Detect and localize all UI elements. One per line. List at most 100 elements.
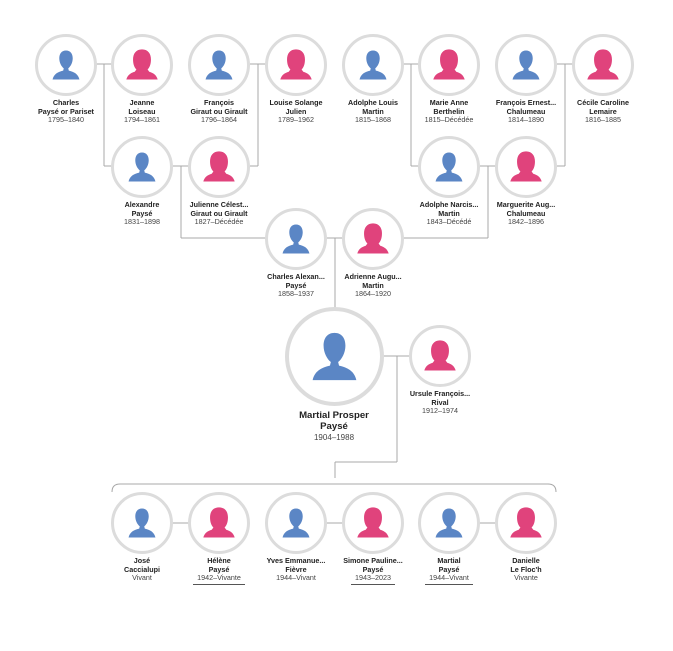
person-name: Cécile Caroline bbox=[577, 98, 629, 107]
male-person-icon bbox=[282, 508, 310, 538]
person-surname: Berthelin bbox=[433, 106, 465, 116]
female-person-icon bbox=[510, 507, 542, 538]
person-dates: 1912–1974 bbox=[422, 406, 458, 416]
male-person-icon bbox=[435, 508, 463, 538]
person-surname: Le Floc'h bbox=[510, 564, 542, 574]
person-dates: 1864–1920 bbox=[355, 289, 391, 299]
avatar-simone-payse[interactable] bbox=[342, 492, 404, 554]
avatar-ursule-rival[interactable] bbox=[409, 325, 471, 387]
person-label-p2: Julienne Célest... Giraut ou Girault 182… bbox=[164, 200, 274, 227]
person-dates: 1942–Vivante bbox=[193, 574, 245, 585]
person-label-g2: Jeanne Loiseau 1794–1861 bbox=[87, 98, 197, 125]
person-dates: 1944–Vivant bbox=[276, 573, 316, 583]
person-dates: 1944–Vivant bbox=[425, 574, 473, 585]
person-dates: 1904–1988 bbox=[313, 433, 355, 442]
person-label-c4: Simone Pauline... Paysé 1943–2023 bbox=[318, 556, 428, 585]
person-label-p3: Adolphe Narcis... Martin 1843–Décédé bbox=[394, 200, 504, 227]
person-label-g5: Adolphe Louis Martin 1815–1868 bbox=[318, 98, 428, 125]
person-label-c3: Yves Emmanue... Fièvre 1944–Vivant bbox=[241, 556, 351, 583]
male-person-icon bbox=[52, 50, 80, 80]
person-dates: 1816–1885 bbox=[585, 115, 621, 125]
person-name: François Ernest... bbox=[495, 98, 557, 107]
person-surname: Paysé bbox=[320, 421, 348, 432]
female-person-icon bbox=[280, 49, 312, 80]
person-surname: Chalumeau bbox=[506, 106, 546, 116]
avatar-adrienne-martin[interactable] bbox=[342, 208, 404, 270]
person-name: Julienne Célest... bbox=[189, 200, 249, 209]
person-name: Danielle bbox=[512, 556, 540, 565]
male-person-icon bbox=[512, 50, 540, 80]
person-name: François bbox=[204, 98, 234, 107]
avatar-francois-ernest-chalumeau[interactable] bbox=[495, 34, 557, 96]
person-dates: 1815–Décédée bbox=[424, 115, 474, 125]
male-person-icon bbox=[359, 50, 387, 80]
person-surname: Paysé bbox=[285, 280, 307, 290]
female-person-icon bbox=[510, 151, 542, 182]
female-person-icon bbox=[433, 49, 465, 80]
avatar-yves-fievre[interactable] bbox=[265, 492, 327, 554]
avatar-alexandre-payse[interactable] bbox=[111, 136, 173, 198]
person-surname: Paysé bbox=[438, 564, 460, 574]
avatar-adolphe-narcis-martin[interactable] bbox=[418, 136, 480, 198]
person-name: Ursule François... bbox=[409, 389, 471, 398]
male-person-icon bbox=[128, 508, 156, 538]
person-label-spouse: Ursule François... Rival 1912–1974 bbox=[385, 389, 495, 416]
person-name: Adolphe Narcis... bbox=[419, 200, 479, 209]
person-label-g1: Charles Paysé or Pariset 1795–1840 bbox=[11, 98, 121, 125]
person-label-c2: Hélène Paysé 1942–Vivante bbox=[164, 556, 274, 585]
person-label-p4: Marguerite Aug... Chalumeau 1842–1896 bbox=[471, 200, 581, 227]
avatar-francois-giraut[interactable] bbox=[188, 34, 250, 96]
person-surname: Chalumeau bbox=[506, 208, 546, 218]
male-person-icon bbox=[205, 50, 233, 80]
female-person-icon bbox=[126, 49, 158, 80]
person-dates: Vivant bbox=[132, 573, 152, 583]
female-person-icon bbox=[587, 49, 619, 80]
person-surname: Loiseau bbox=[128, 106, 156, 116]
avatar-cecile-caroline-lemaire[interactable] bbox=[572, 34, 634, 96]
person-name: Adrienne Augu... bbox=[344, 272, 402, 281]
person-label-g3: François Giraut ou Girault 1796–1864 bbox=[164, 98, 274, 125]
avatar-charles-alexan-payse[interactable] bbox=[265, 208, 327, 270]
female-person-icon bbox=[424, 340, 456, 371]
person-name: Marguerite Aug... bbox=[496, 200, 556, 209]
avatar-jose-caccialupi[interactable] bbox=[111, 492, 173, 554]
female-person-icon bbox=[203, 151, 235, 182]
person-dates: 1858–1937 bbox=[278, 289, 314, 299]
person-name: Charles Alexan... bbox=[267, 272, 325, 281]
avatar-jeanne-loiseau[interactable] bbox=[111, 34, 173, 96]
person-name: Martial Prosper bbox=[299, 410, 369, 421]
avatar-marie-anne-berthelin[interactable] bbox=[418, 34, 480, 96]
person-dates: 1795–1840 bbox=[48, 115, 84, 125]
avatar-charles-payse[interactable] bbox=[35, 34, 97, 96]
male-person-icon bbox=[128, 152, 156, 182]
person-dates: 1842–1896 bbox=[508, 217, 544, 227]
person-dates: 1789–1962 bbox=[278, 115, 314, 125]
avatar-julienne-giraut[interactable] bbox=[188, 136, 250, 198]
avatar-louise-solange-julien[interactable] bbox=[265, 34, 327, 96]
female-person-icon bbox=[357, 223, 389, 254]
person-dates: 1794–1861 bbox=[124, 115, 160, 125]
person-label-q2: Adrienne Augu... Martin 1864–1920 bbox=[318, 272, 428, 299]
person-surname: Rival bbox=[431, 397, 449, 407]
person-label-g7: François Ernest... Chalumeau 1814–1890 bbox=[471, 98, 581, 125]
male-person-icon bbox=[435, 152, 463, 182]
person-surname: Paysé bbox=[208, 564, 230, 574]
person-surname: Giraut ou Girault bbox=[190, 106, 248, 116]
avatar-adolphe-louis-martin[interactable] bbox=[342, 34, 404, 96]
person-surname: Paysé bbox=[131, 208, 153, 218]
avatar-martial-payse[interactable] bbox=[418, 492, 480, 554]
person-name: Martial bbox=[437, 556, 461, 565]
person-label-c5: Martial Paysé 1944–Vivant bbox=[394, 556, 504, 585]
person-dates: 1827–Décédée bbox=[194, 217, 244, 227]
person-surname: Paysé bbox=[362, 564, 384, 574]
avatar-martial-prosper-payse[interactable] bbox=[285, 307, 384, 406]
person-dates: 1943–2023 bbox=[351, 574, 395, 585]
avatar-helene-payse[interactable] bbox=[188, 492, 250, 554]
avatar-marguerite-chalumeau[interactable] bbox=[495, 136, 557, 198]
person-name: Marie Anne bbox=[429, 98, 469, 107]
person-name: Hélène bbox=[207, 556, 231, 565]
avatar-danielle-le-floch[interactable] bbox=[495, 492, 557, 554]
person-label-g6: Marie Anne Berthelin 1815–Décédée bbox=[394, 98, 504, 125]
person-surname: Giraut ou Girault bbox=[190, 208, 248, 218]
